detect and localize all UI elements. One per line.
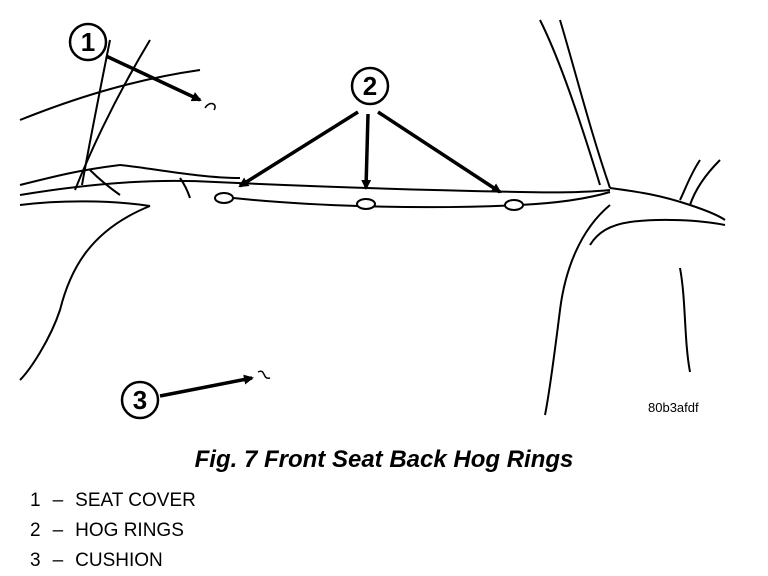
seat-cushion-drawing [19, 177, 726, 416]
callout-2: 2 [238, 66, 502, 194]
legend-number: 3 [30, 550, 41, 571]
hog-ring-markers [214, 192, 524, 211]
legend-dash: – [52, 520, 64, 541]
callout-3-number: 3 [133, 385, 147, 415]
legend-item: 1–SEAT COVER [30, 486, 196, 516]
hog-ring [356, 198, 376, 210]
legend-number: 2 [30, 520, 41, 541]
legend-item: 3–CUSHION [30, 546, 196, 576]
legend-label: HOG RINGS [75, 520, 184, 541]
legend-item: 2–HOG RINGS [30, 516, 196, 546]
legend-number: 1 [30, 490, 41, 511]
callout-1-number: 1 [81, 27, 95, 57]
callout-2-number: 2 [363, 71, 377, 101]
callout-3: 3 [120, 374, 254, 420]
image-code: 80b3afdf [648, 400, 699, 415]
figure-caption: Fig. 7 Front Seat Back Hog Rings [194, 446, 574, 473]
legend-label: CUSHION [75, 550, 163, 571]
legend-label: SEAT COVER [75, 490, 196, 511]
hog-ring [504, 199, 524, 211]
seat-back-drawing [19, 19, 726, 221]
legend-dash: – [52, 550, 64, 571]
hog-ring [214, 192, 234, 204]
seat-diagram: 1 2 3 80b3afdf [19, 19, 726, 420]
legend-dash: – [52, 490, 64, 511]
legend-list: 1–SEAT COVER 2–HOG RINGS 3–CUSHION [30, 486, 196, 576]
callout-1: 1 [68, 22, 202, 102]
target-markers [204, 102, 271, 379]
